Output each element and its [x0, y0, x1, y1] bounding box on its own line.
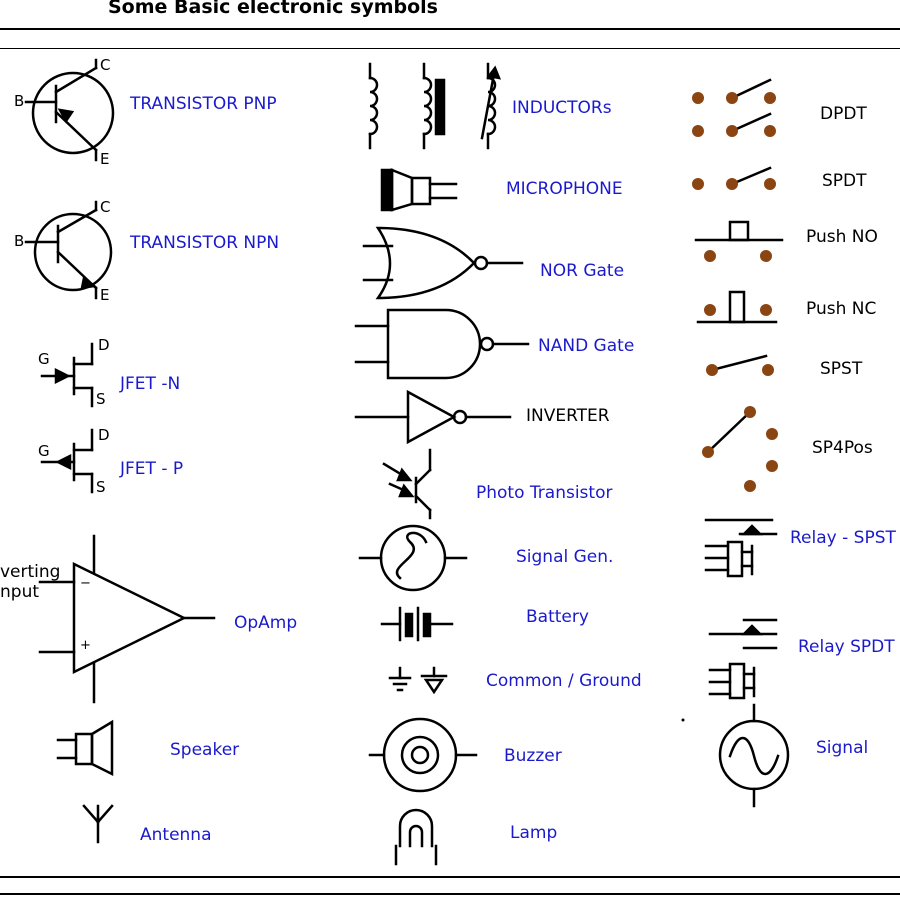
bottom-border-inner	[0, 893, 900, 895]
speaker-symbol	[56, 719, 114, 777]
pnp-base-pin: B	[14, 92, 25, 110]
jfet-n-source-pin: S	[96, 390, 106, 408]
antenna-symbol	[82, 804, 114, 844]
spdt-symbol	[692, 166, 776, 190]
top-border-inner	[0, 48, 900, 49]
nor-gate-symbol	[362, 226, 524, 300]
push-no-symbol	[694, 220, 784, 262]
relay-spdt-symbol	[708, 618, 778, 700]
nand-gate-label: NAND Gate	[538, 336, 635, 356]
stray-dot	[681, 718, 685, 722]
spst-label: SPST	[820, 359, 863, 379]
transistor-pnp-label: TRANSISTOR PNP	[130, 94, 277, 114]
speaker-label: Speaker	[170, 740, 240, 760]
nand-gate-symbol	[354, 308, 530, 380]
opamp-input-label-line2: nput	[0, 582, 40, 602]
opamp-label: OpAmp	[234, 613, 298, 633]
bottom-border	[0, 876, 900, 878]
common-ground-symbol	[388, 666, 448, 695]
transistor-pnp-symbol	[24, 58, 115, 162]
push-nc-label: Push NC	[806, 299, 877, 319]
inverter-label: INVERTER	[526, 406, 610, 426]
jfet-p-symbol	[40, 428, 94, 494]
npn-base-pin: B	[14, 232, 25, 250]
opamp-plus-pin: +	[80, 638, 91, 653]
inductors-symbol	[368, 62, 502, 150]
lamp-label: Lamp	[510, 823, 558, 843]
opamp-symbol	[38, 534, 216, 704]
pnp-collector-pin: C	[100, 56, 111, 74]
jfet-n-drain-pin: D	[98, 336, 110, 354]
relay-spdt-label: Relay SPDT	[798, 637, 895, 657]
buzzer-label: Buzzer	[504, 746, 562, 766]
jfet-n-gate-pin: G	[38, 350, 50, 368]
page-title: Some Basic electronic symbols	[108, 0, 438, 18]
transistor-npn-label: TRANSISTOR NPN	[130, 233, 280, 253]
photo-transistor-symbol	[382, 448, 432, 520]
signal-gen-symbol	[358, 524, 468, 592]
opamp-minus-pin: −	[80, 576, 91, 591]
opamp-input-label-line1: verting	[0, 562, 61, 582]
npn-emitter-pin: E	[100, 286, 110, 304]
jfet-p-drain-pin: D	[98, 426, 110, 444]
pnp-emitter-pin: E	[100, 150, 110, 168]
photo-transistor-label: Photo Transistor	[476, 483, 613, 503]
antenna-label: Antenna	[140, 825, 212, 845]
battery-label: Battery	[526, 607, 589, 627]
inverter-symbol	[354, 389, 512, 445]
spst-symbol	[706, 354, 774, 376]
inductors-label: INDUCTORs	[512, 98, 612, 118]
battery-symbol	[380, 606, 454, 642]
microphone-symbol	[380, 168, 458, 212]
relay-spst-symbol	[704, 518, 778, 578]
jfet-p-source-pin: S	[96, 478, 106, 496]
dpdt-label: DPDT	[820, 104, 867, 124]
jfet-n-label: JFET -N	[120, 374, 181, 394]
sp4pos-label: SP4Pos	[812, 438, 873, 458]
push-nc-symbol	[696, 290, 778, 324]
nor-gate-label: NOR Gate	[540, 261, 625, 281]
relay-spst-label: Relay - SPST	[790, 528, 896, 548]
spdt-label: SPDT	[822, 171, 867, 191]
dpdt-symbol	[692, 78, 776, 137]
common-ground-label: Common / Ground	[486, 671, 642, 691]
buzzer-symbol	[368, 717, 478, 793]
lamp-symbol	[394, 808, 438, 866]
signal-gen-label: Signal Gen.	[516, 547, 614, 567]
npn-collector-pin: C	[100, 198, 111, 216]
top-border	[0, 28, 900, 30]
jfet-p-gate-pin: G	[38, 442, 50, 460]
jfet-n-symbol	[40, 342, 94, 408]
microphone-label: MICROPHONE	[506, 179, 623, 199]
signal-label: Signal	[816, 738, 869, 758]
sp4pos-symbol	[702, 406, 778, 492]
push-no-label: Push NO	[806, 227, 878, 247]
signal-symbol	[718, 703, 790, 808]
transistor-npn-symbol	[24, 200, 113, 300]
jfet-p-label: JFET - P	[120, 459, 184, 479]
